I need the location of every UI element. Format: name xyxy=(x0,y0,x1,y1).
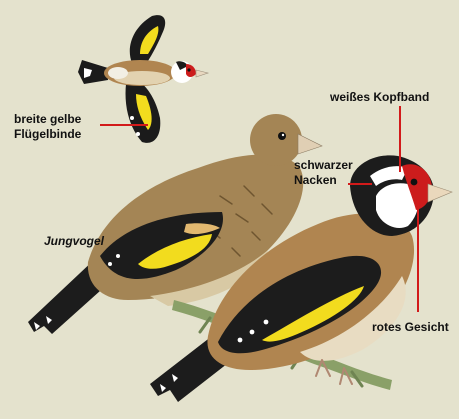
label-juvenile: Jungvogel xyxy=(44,234,104,249)
flying-goldfinch xyxy=(78,15,208,143)
label-white-headband: weißes Kopfband xyxy=(330,90,429,105)
label-black-nape-line1: schwarzer xyxy=(294,158,353,173)
label-wing-bar-line2: Flügelbinde xyxy=(14,127,81,142)
label-black-nape: schwarzer Nacken xyxy=(294,158,353,188)
label-wing-bar: breite gelbe Flügelbinde xyxy=(14,112,81,142)
label-red-face: rotes Gesicht xyxy=(372,320,449,335)
label-wing-bar-line1: breite gelbe xyxy=(14,112,81,127)
label-black-nape-line2: Nacken xyxy=(294,173,353,188)
